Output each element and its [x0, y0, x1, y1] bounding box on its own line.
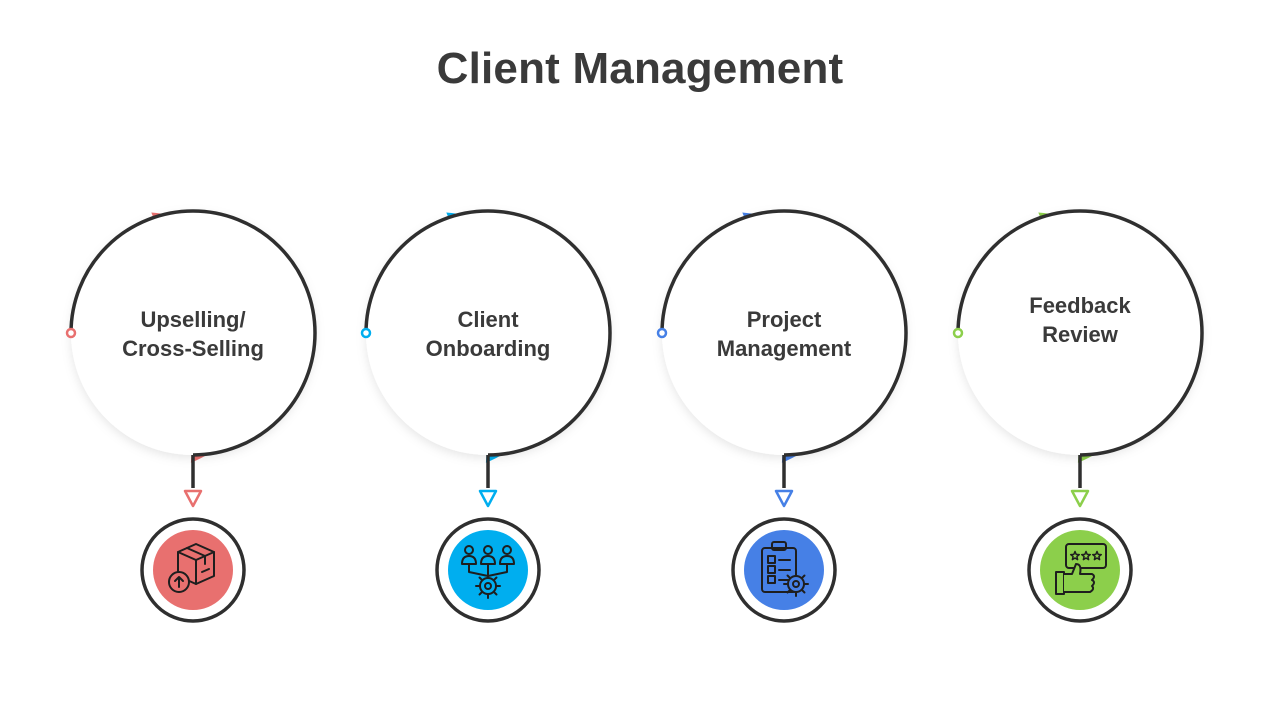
step-label-line: Client	[457, 307, 519, 332]
process-step	[360, 209, 612, 623]
step-label-line: Feedback	[1029, 293, 1131, 318]
down-arrow	[774, 489, 794, 508]
step-label-line: Review	[1042, 322, 1118, 347]
outline-arc	[69, 209, 317, 457]
down-arrow	[183, 489, 203, 508]
outline-arc	[660, 209, 908, 457]
outline-arc	[956, 209, 1204, 457]
step-label-line: Onboarding	[425, 336, 551, 361]
step-circle	[662, 211, 906, 455]
step-circle	[958, 211, 1202, 455]
outline-arc	[364, 209, 612, 457]
step-label-line: Cross-Selling	[122, 336, 264, 361]
package-box-icon	[168, 543, 215, 593]
connector-dot	[952, 327, 964, 339]
connector-dot	[65, 327, 77, 339]
step-label-line: Upselling/	[140, 307, 246, 332]
connector-dot	[656, 327, 668, 339]
team-workflow-gear-icon	[461, 545, 515, 599]
down-arrow	[478, 489, 498, 508]
down-arrow	[1070, 489, 1090, 508]
step-label-line: Project	[746, 307, 822, 332]
step-label-line: Management	[716, 336, 852, 361]
process-step	[952, 209, 1204, 623]
connector-dot	[360, 327, 372, 339]
icon-badge-fill	[153, 530, 233, 610]
process-step	[65, 209, 317, 623]
step-circle	[71, 211, 315, 455]
process-step	[656, 209, 908, 623]
step-circle	[366, 211, 610, 455]
step-label: Upselling/Cross-Selling	[103, 305, 283, 363]
page-title: Client Management	[436, 44, 844, 93]
thumbs-up-rating-stars-icon	[1055, 543, 1107, 595]
clipboard-checklist-gear-icon	[761, 541, 809, 597]
